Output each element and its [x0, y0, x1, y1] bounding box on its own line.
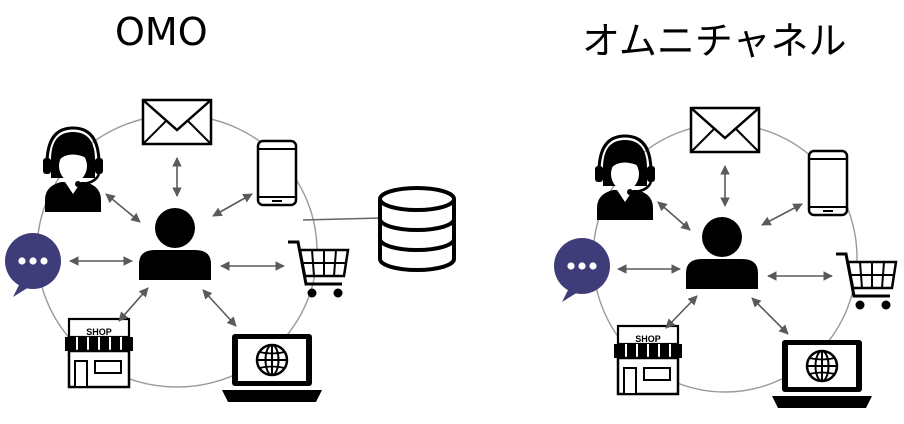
- omnichannel-person-icon: [686, 217, 758, 289]
- omnichannel-arrow-shop: [665, 295, 698, 329]
- omnichannel-cart-icon: [834, 252, 898, 311]
- omnichannel-arrows: [617, 165, 833, 335]
- omnichannel-arrow-phone: [761, 203, 803, 226]
- omnichannel-diagram: SHOP: [554, 106, 898, 410]
- omo-operator-headset-icon: [41, 126, 105, 214]
- omo-envelope-icon: [141, 98, 213, 146]
- omo-arrows: [69, 157, 285, 327]
- omnichannel-arrow-laptop: [751, 297, 789, 335]
- omo-cart-icon: [286, 240, 350, 299]
- omo-arrow-phone: [212, 193, 253, 217]
- omo-database-link: [302, 217, 383, 221]
- omnichannel-smartphone-icon: [807, 149, 849, 217]
- omo-diagram: SHOP: [5, 98, 456, 404]
- omo-shop-label: SHOP: [86, 327, 112, 337]
- database-icon: [378, 186, 456, 272]
- title-omo: OMO: [115, 10, 208, 54]
- title-omnichannel: オムニチャネル: [582, 19, 847, 63]
- omo-laptop-globe-icon: [220, 332, 324, 404]
- omo-person-icon: [139, 208, 211, 280]
- omo-arrow-operator: [105, 193, 141, 223]
- omnichannel-shop-label: SHOP: [635, 334, 661, 344]
- omo-chat-bubble-icon: [5, 233, 61, 297]
- omnichannel-operator-headset-icon: [593, 134, 657, 222]
- omo-arrow-shop: [118, 287, 149, 322]
- omnichannel-laptop-globe-icon: [770, 338, 874, 410]
- omnichannel-chat-bubble-icon: [554, 238, 610, 302]
- omo-arrow-laptop: [202, 289, 237, 327]
- omo-smartphone-icon: [256, 139, 298, 207]
- omnichannel-arrow-operator: [657, 201, 691, 231]
- omnichannel-envelope-icon: [689, 106, 761, 154]
